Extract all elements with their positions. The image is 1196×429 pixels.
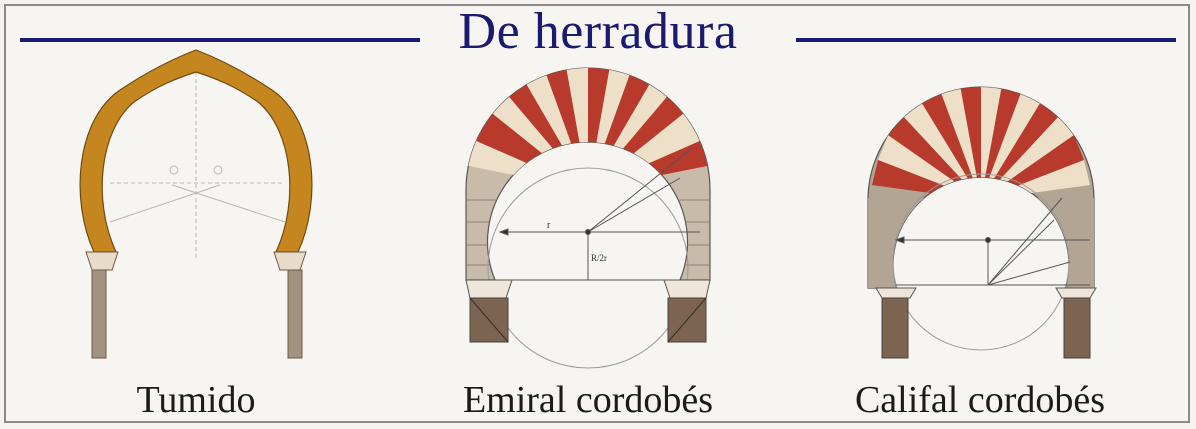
- tumido-impost-right: [273, 251, 307, 271]
- califal-pier-left: [881, 297, 909, 359]
- emiral-radius-label: r: [547, 220, 551, 231]
- emiral-arch: r R/2r: [465, 67, 711, 369]
- diagram-title: De herradura: [458, 3, 738, 60]
- califal-impost-right: [1055, 287, 1097, 299]
- caption-emiral-cordobes: Emiral cordobés: [462, 379, 714, 421]
- tumido-pier-left: [91, 269, 107, 359]
- tumido-pier-right: [287, 269, 303, 359]
- califal-impost-left: [875, 287, 917, 299]
- califal-pier-right: [1063, 297, 1091, 359]
- emiral-ratio-label: R/2r: [591, 253, 607, 263]
- tumido-impost-left: [85, 251, 119, 271]
- emiral-voussoirs: [466, 68, 710, 266]
- emiral-construction-lines: [487, 147, 700, 369]
- caption-califal-cordobes: Califal cordobés: [854, 379, 1106, 421]
- califal-construction-lines: [892, 173, 1090, 351]
- emiral-impost-right: [663, 279, 711, 299]
- title-rule-right: [796, 38, 1176, 42]
- caption-tumido: Tumido: [136, 379, 256, 421]
- tumido-arch: [79, 49, 313, 359]
- title-rule-left: [20, 38, 420, 42]
- emiral-impost-left: [465, 279, 513, 299]
- califal-arch: [867, 86, 1097, 359]
- tumido-construction-lines: [109, 72, 286, 260]
